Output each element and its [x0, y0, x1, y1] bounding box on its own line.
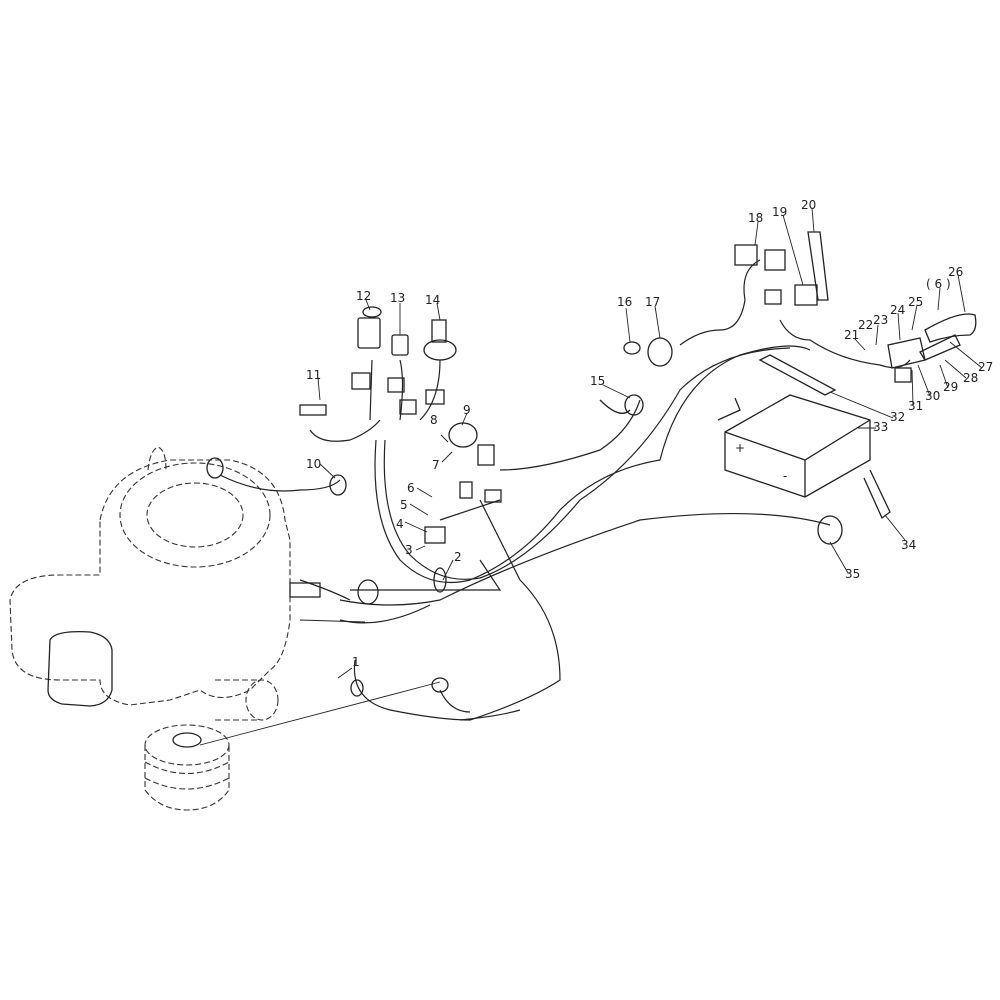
harness-wires [219, 259, 911, 721]
callout-4: 4 [396, 517, 404, 531]
callout-20: 20 [801, 198, 816, 212]
callout-30: 30 [925, 389, 940, 403]
battery-minus-terminal: - [783, 469, 787, 483]
callout-9: 9 [463, 403, 471, 417]
callout-22: 22 [858, 318, 873, 332]
callout-12: 12 [356, 289, 371, 303]
callout-28: 28 [963, 371, 978, 385]
engine-outline [9, 446, 291, 721]
callout-14: 14 [425, 293, 440, 307]
callout-29: 29 [943, 380, 958, 394]
callout-25: 25 [908, 295, 923, 309]
callout-15: 15 [590, 374, 605, 388]
callout-8: 8 [430, 413, 438, 427]
callout-27: 27 [978, 360, 993, 374]
callout-21: 21 [844, 328, 859, 342]
callout-34: 34 [901, 538, 916, 552]
callout-24: 24 [890, 303, 905, 317]
leader-lines [199, 207, 983, 746]
callout-33: 33 [873, 420, 888, 434]
callout-23: 23 [873, 313, 888, 327]
callout-labels: 1 2 3 4 5 6 7 8 9 10 11 12 13 14 15 16 1… [306, 198, 993, 669]
callout-26: 26 [948, 265, 963, 279]
components [206, 231, 977, 697]
callout-35: 35 [845, 567, 860, 581]
callout-16: 16 [617, 295, 632, 309]
callout-6-ref: ( 6 ) [926, 277, 951, 291]
battery: + - [717, 354, 891, 520]
callout-13: 13 [390, 291, 405, 305]
callout-6: 6 [407, 481, 415, 495]
battery-plus-terminal: + [735, 441, 745, 455]
clutch-pulley [144, 724, 230, 811]
callout-19: 19 [772, 205, 787, 219]
callout-2: 2 [454, 550, 462, 564]
callout-17: 17 [645, 295, 660, 309]
callout-7: 7 [432, 458, 440, 472]
callout-18: 18 [748, 211, 763, 225]
callout-31: 31 [908, 399, 923, 413]
callout-10: 10 [306, 457, 321, 471]
callout-3: 3 [405, 543, 413, 557]
callout-5: 5 [400, 498, 408, 512]
callout-11: 11 [306, 368, 321, 382]
callout-1: 1 [352, 655, 360, 669]
callout-32: 32 [890, 410, 905, 424]
